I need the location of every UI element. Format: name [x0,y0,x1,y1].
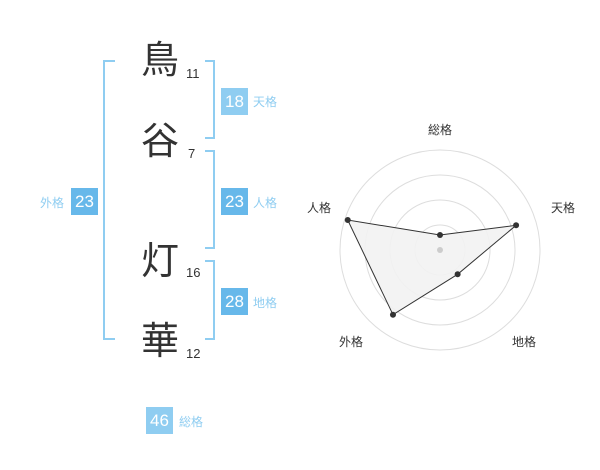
radar-axis-label-gai: 外格 [339,334,363,349]
stroke-count-2: 7 [188,146,196,161]
name-char-1: 鳥 [140,38,179,82]
gaikaku-bracket [103,60,115,340]
jinkaku-value: 23 [221,188,248,215]
radar-point [437,232,443,238]
gaikaku-label: 外格 [40,196,65,210]
chikaku-label: 地格 [253,296,278,310]
radar-ring [339,149,541,351]
radar-axis-label-sou: 総格 [428,122,452,137]
radar-polygon [346,219,518,316]
tenkaku-bracket [205,60,215,139]
jinkaku-bracket [205,150,215,249]
chikaku-value: 28 [221,288,248,315]
radar-point [513,222,520,229]
name-char-2: 谷 [140,119,179,163]
name-char-3: 灯 [140,239,179,283]
radar-point [344,217,351,224]
radar-center [437,247,443,253]
radar-point [454,271,461,278]
jinkaku-label: 人格 [253,196,278,210]
tenkaku-value: 18 [221,88,248,115]
gaikaku-value: 23 [71,188,98,215]
chikaku-bracket [205,260,215,340]
stroke-count-1: 11 [186,66,200,81]
radar-axis-label-chi: 地格 [512,334,536,349]
stroke-count-4: 12 [186,346,201,361]
name-char-4: 華 [140,319,179,363]
radar-point [389,311,396,318]
soukaku-label: 総格 [179,415,204,429]
radar-axis-label-ten: 天格 [551,200,575,215]
radar-axis-label-jin: 人格 [307,200,331,215]
stroke-count-3: 16 [186,265,201,280]
tenkaku-label: 天格 [253,95,278,109]
radar-points [344,217,520,318]
soukaku-value: 46 [146,407,173,434]
